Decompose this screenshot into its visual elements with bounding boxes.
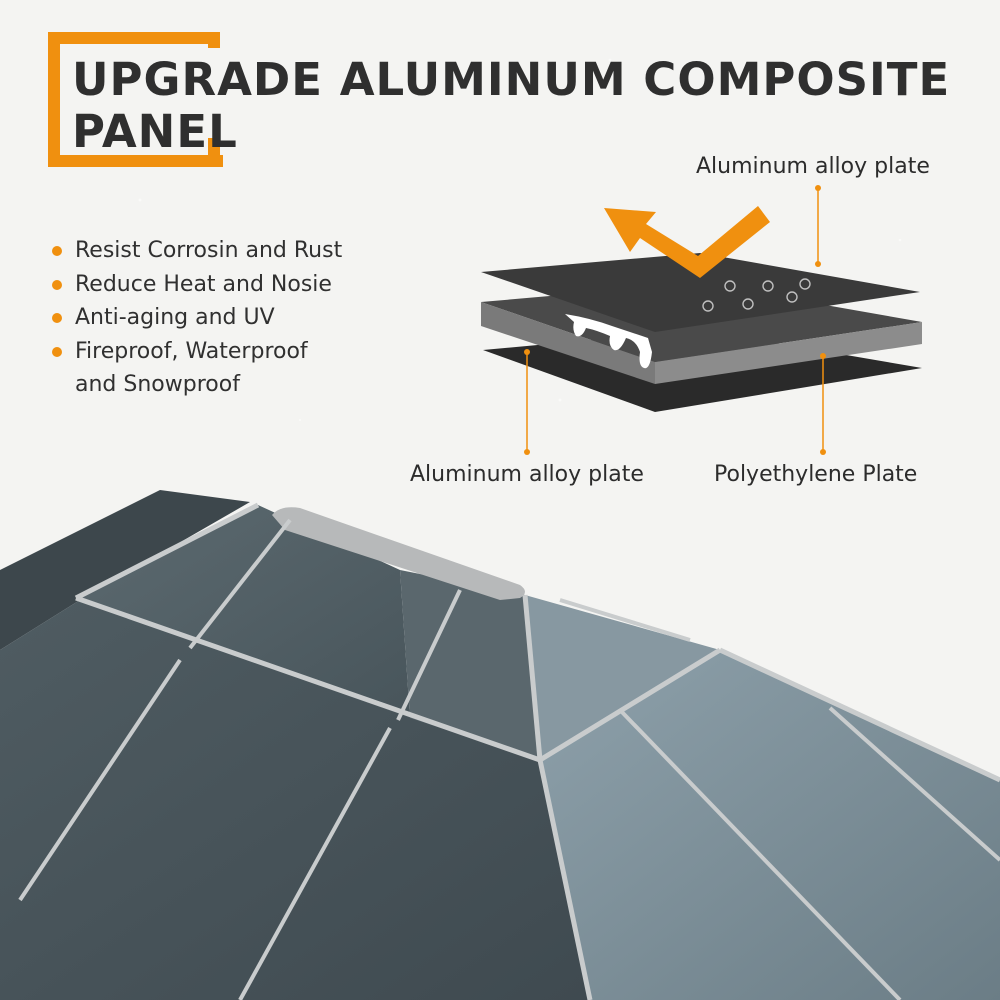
roof-panel-right (540, 650, 1000, 1000)
page-title: UPGRADE ALUMINUM COMPOSITE PANEL (72, 54, 950, 158)
feature-item: Fireproof, Waterproof and Snowproof (52, 335, 342, 402)
title-bracket-frame (48, 32, 208, 167)
title-bracket-right-top (208, 32, 220, 48)
droplet-icon (762, 280, 774, 292)
feature-text: Anti-aging and UV (75, 305, 275, 330)
roof-ridge-cap (272, 507, 525, 600)
roof-vent-front (400, 570, 540, 760)
droplet-icon (799, 278, 811, 290)
top-aluminum-layer (481, 253, 920, 332)
feature-text: Fireproof, Waterproof and Snowproof (75, 338, 308, 398)
title-line-1: UPGRADE ALUMINUM COMPOSITE (72, 53, 951, 106)
roof-panel-left (0, 600, 590, 1000)
droplet-icon (702, 300, 714, 312)
water-droplet-icons (702, 278, 811, 312)
title-line-2: PANEL (72, 105, 238, 158)
droplet-icon (724, 280, 736, 292)
cut-edge-drip (565, 314, 652, 369)
label-polyethylene-plate: Polyethylene Plate (714, 462, 918, 487)
roof-rib-lines (18, 518, 1000, 1000)
feature-list: Resist Corrosin and Rust Reduce Heat and… (52, 234, 342, 402)
bullet-dot-icon (52, 346, 62, 357)
roof-panel-far-left (0, 490, 250, 650)
polyethylene-layer-side (655, 322, 922, 384)
bullet-dot-icon (52, 279, 62, 290)
leader-dot-top-end (815, 261, 821, 267)
leader-dot-right-end (820, 449, 826, 455)
droplet-icon (786, 291, 798, 303)
feature-item: Reduce Heat and Nosie (52, 268, 342, 302)
label-bottom-aluminum-plate: Aluminum alloy plate (410, 462, 644, 487)
feature-item: Resist Corrosin and Rust (52, 234, 342, 268)
title-bracket-right-bottom (208, 138, 220, 167)
feature-text: Resist Corrosin and Rust (75, 238, 343, 263)
leader-dot-left (524, 349, 530, 355)
roof-vent-left (76, 505, 410, 718)
feature-text: Reduce Heat and Nosie (75, 271, 332, 297)
panel-layer-diagram (481, 185, 922, 455)
leader-dot-left-end (524, 449, 530, 455)
leader-dot-right (820, 353, 826, 359)
roof-frame-lines (74, 502, 1000, 1000)
leader-dot-top (815, 185, 821, 191)
polyethylene-layer-front (481, 302, 655, 384)
title-bracket-bottom (48, 155, 223, 167)
bullet-dot-icon (52, 246, 62, 256)
bullet-dot-icon (52, 313, 62, 323)
reflect-arrow-icon (604, 206, 770, 278)
droplet-icon (742, 298, 754, 310)
feature-item: Anti-aging and UV (52, 301, 342, 335)
label-top-aluminum-plate: Aluminum alloy plate (696, 154, 930, 179)
